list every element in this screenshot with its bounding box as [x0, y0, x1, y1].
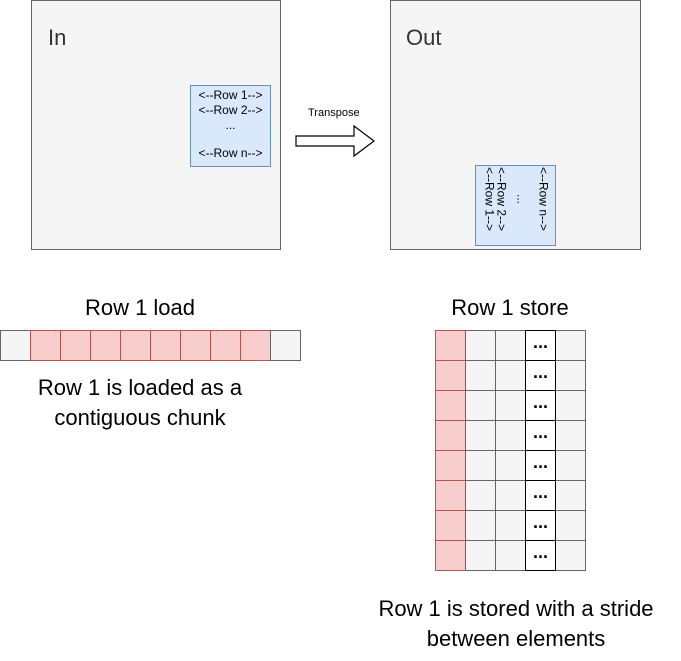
transpose-arrow-icon: [295, 124, 375, 158]
store-cell-highlight: [435, 510, 466, 541]
store-cell-highlight: [435, 390, 466, 421]
store-cell: [555, 540, 586, 571]
store-cell-ellipsis: ...: [525, 450, 556, 481]
store-cell-ellipsis: ...: [525, 510, 556, 541]
input-row-ellipsis: ...: [225, 118, 236, 132]
output-col-2: <--Row 2-->: [494, 166, 509, 231]
load-cell: [0, 330, 31, 361]
store-cell: [555, 450, 586, 481]
store-cell-ellipsis: ...: [525, 420, 556, 451]
store-cell: [495, 480, 526, 511]
store-cell: [495, 420, 526, 451]
store-caption: Row 1 is stored with a stride between el…: [378, 596, 654, 651]
input-row-2: <--Row 2-->: [198, 103, 263, 117]
transpose-label: Transpose: [308, 107, 360, 119]
store-cell: [495, 360, 526, 391]
store-cell: [465, 510, 496, 541]
load-cell-highlight: [120, 330, 151, 361]
output-col-n: <--Row n-->: [536, 166, 551, 231]
store-cell: [555, 360, 586, 391]
load-cell: [270, 330, 301, 361]
store-cell: [465, 450, 496, 481]
load-cell-highlight: [180, 330, 211, 361]
store-cell: [465, 390, 496, 421]
store-cell: [465, 540, 496, 571]
store-cell: [555, 420, 586, 451]
store-title: Row 1 store: [451, 295, 569, 320]
store-cell: [495, 540, 526, 571]
store-cell: [555, 390, 586, 421]
store-grid: ........................: [435, 330, 586, 571]
store-cell-highlight: [435, 480, 466, 511]
load-caption: Row 1 is loaded as a contiguous chunk: [37, 375, 243, 430]
store-cell-ellipsis: ...: [525, 330, 556, 361]
store-cell: [555, 510, 586, 541]
output-matrix-label: Out: [406, 25, 442, 50]
output-col-ellipsis: ...: [514, 193, 529, 204]
store-cell-highlight: [435, 450, 466, 481]
store-cell: [495, 390, 526, 421]
store-cell-ellipsis: ...: [525, 390, 556, 421]
load-cell-highlight: [210, 330, 241, 361]
store-cell-ellipsis: ...: [525, 480, 556, 511]
load-cell-highlight: [240, 330, 271, 361]
output-column-chunk: <--Row 1--> <--Row 2--> ... <--Row n-->: [475, 165, 556, 246]
store-cell-highlight: [435, 420, 466, 451]
load-title: Row 1 load: [84, 295, 196, 320]
input-row-1: <--Row 1-->: [198, 88, 263, 102]
load-cell-highlight: [150, 330, 181, 361]
load-row: [0, 330, 301, 361]
store-cell: [495, 510, 526, 541]
store-cell-highlight: [435, 330, 466, 361]
store-cell: [465, 360, 496, 391]
store-cell-highlight: [435, 540, 466, 571]
store-cell: [495, 450, 526, 481]
store-cell: [495, 330, 526, 361]
store-cell: [465, 420, 496, 451]
store-cell-ellipsis: ...: [525, 540, 556, 571]
store-cell-highlight: [435, 360, 466, 391]
input-row-n: <--Row n-->: [198, 146, 263, 160]
load-cell-highlight: [60, 330, 91, 361]
input-matrix-label: In: [48, 25, 67, 50]
input-row-chunk: <--Row 1--> <--Row 2--> ... <--Row n-->: [190, 85, 271, 167]
store-cell: [555, 480, 586, 511]
store-cell: [555, 330, 586, 361]
store-cell: [465, 480, 496, 511]
store-cell: [465, 330, 496, 361]
load-cell-highlight: [30, 330, 61, 361]
store-cell-ellipsis: ...: [525, 360, 556, 391]
load-cell-highlight: [90, 330, 121, 361]
